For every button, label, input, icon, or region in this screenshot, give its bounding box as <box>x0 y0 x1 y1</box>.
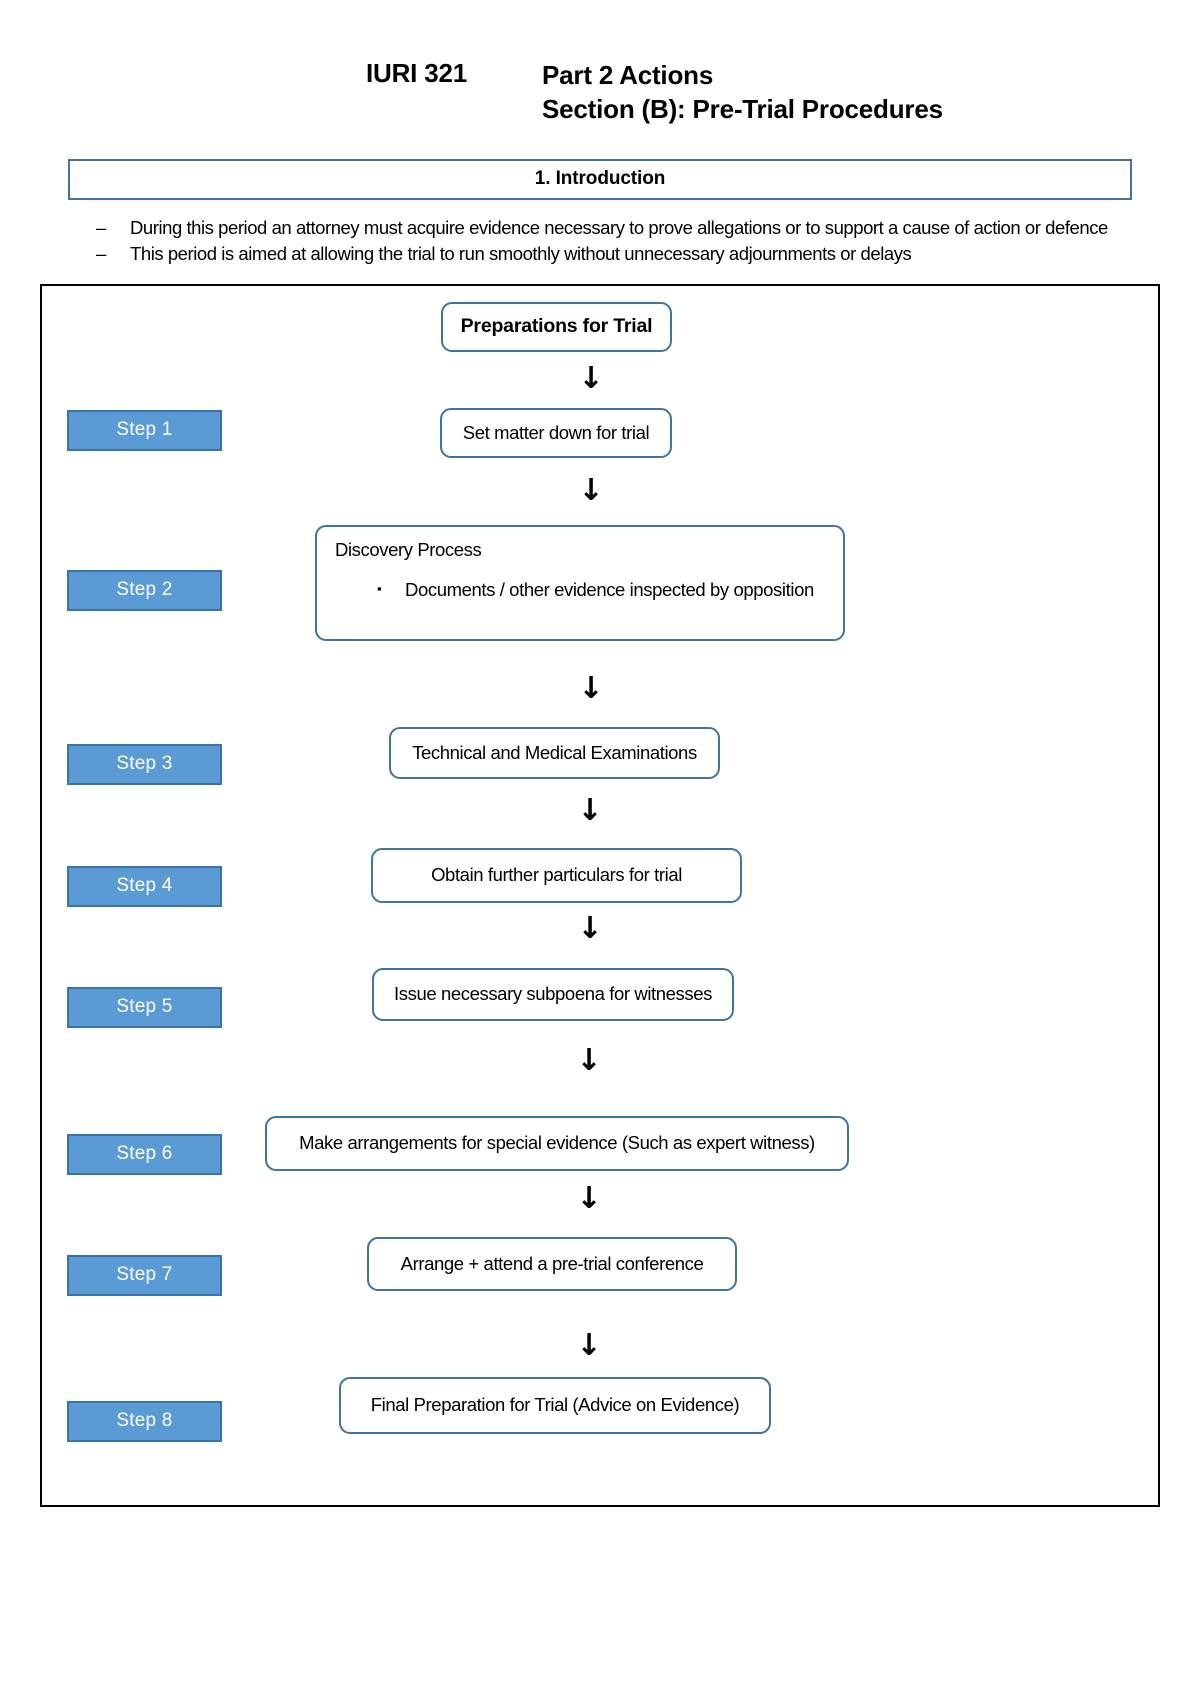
course-code: IURI 321 <box>366 58 468 88</box>
title-line-part: Part 2 Actions <box>542 60 714 90</box>
list-item-text: During this period an attorney must acqu… <box>130 216 1108 238</box>
list-item-text: This period is aimed at allowing the tri… <box>130 243 912 265</box>
flow-node-discovery-process: Discovery Process ▪ Documents / other ev… <box>315 524 845 641</box>
flow-arrow-icon: ↓ <box>577 910 603 946</box>
flow-node-issue-subpoena-for-witnesses: Issue necessary subpoena for witnesses <box>372 967 734 1021</box>
flow-node-pre-trial-conference: Arrange + attend a pre-trial conference <box>367 1236 737 1291</box>
step-badge-4: Step 4 <box>67 865 222 907</box>
flow-arrow-icon: ↓ <box>576 1180 602 1216</box>
page-header: IURI 321 Part 2 Actions Section (B): Pre… <box>0 0 1200 127</box>
flow-node-sub-item-text: Documents / other evidence inspected by … <box>405 578 814 600</box>
introduction-heading-text: 1. Introduction <box>534 168 666 190</box>
dash-bullet-icon: – <box>96 216 106 238</box>
step-badge-7: Step 7 <box>67 1254 222 1296</box>
flow-node-set-matter-down-for-trial: Set matter down for trial <box>440 407 672 458</box>
step-badge-6: Step 6 <box>67 1133 222 1175</box>
flow-arrow-icon: ↓ <box>576 1327 602 1363</box>
list-item: – During this period an attorney must ac… <box>96 216 1120 241</box>
flow-arrow-icon: ↓ <box>578 360 604 396</box>
flow-node-technical-and-medical-examinations: Technical and Medical Examinations <box>389 726 720 779</box>
flow-node-heading: Discovery Process <box>335 538 482 560</box>
step-badge-5: Step 5 <box>67 986 222 1028</box>
flow-arrow-icon: ↓ <box>578 472 604 508</box>
introduction-bullet-list: – During this period an attorney must ac… <box>0 216 1200 267</box>
flowchart-container: Preparations for Trial ↓ Step 1 Set matt… <box>40 283 1160 1507</box>
dash-bullet-icon: – <box>96 243 106 265</box>
title-stack: Part 2 Actions Section (B): Pre-Trial Pr… <box>542 58 943 127</box>
flow-arrow-icon: ↓ <box>576 1042 602 1078</box>
step-badge-1: Step 1 <box>67 409 222 451</box>
flow-node-preparations-for-trial: Preparations for Trial <box>441 301 672 352</box>
step-badge-2: Step 2 <box>67 569 222 611</box>
title-line-section: Section (B): Pre-Trial Procedures <box>542 94 943 125</box>
step-badge-3: Step 3 <box>67 743 222 785</box>
square-bullet-icon: ▪ <box>377 580 382 596</box>
step-badge-8: Step 8 <box>67 1400 222 1442</box>
flow-arrow-icon: ↓ <box>577 792 603 828</box>
list-item: – This period is aimed at allowing the t… <box>96 242 1120 267</box>
introduction-heading-box: 1. Introduction <box>68 158 1132 200</box>
flow-node-obtain-further-particulars: Obtain further particulars for trial <box>371 847 742 903</box>
flow-node-final-preparation-for-trial: Final Preparation for Trial (Advice on E… <box>339 1376 771 1434</box>
flow-node-sub-item: ▪ Documents / other evidence inspected b… <box>335 579 825 601</box>
flow-node-special-evidence-arrangements: Make arrangements for special evidence (… <box>265 1115 849 1171</box>
flow-arrow-icon: ↓ <box>578 670 604 706</box>
